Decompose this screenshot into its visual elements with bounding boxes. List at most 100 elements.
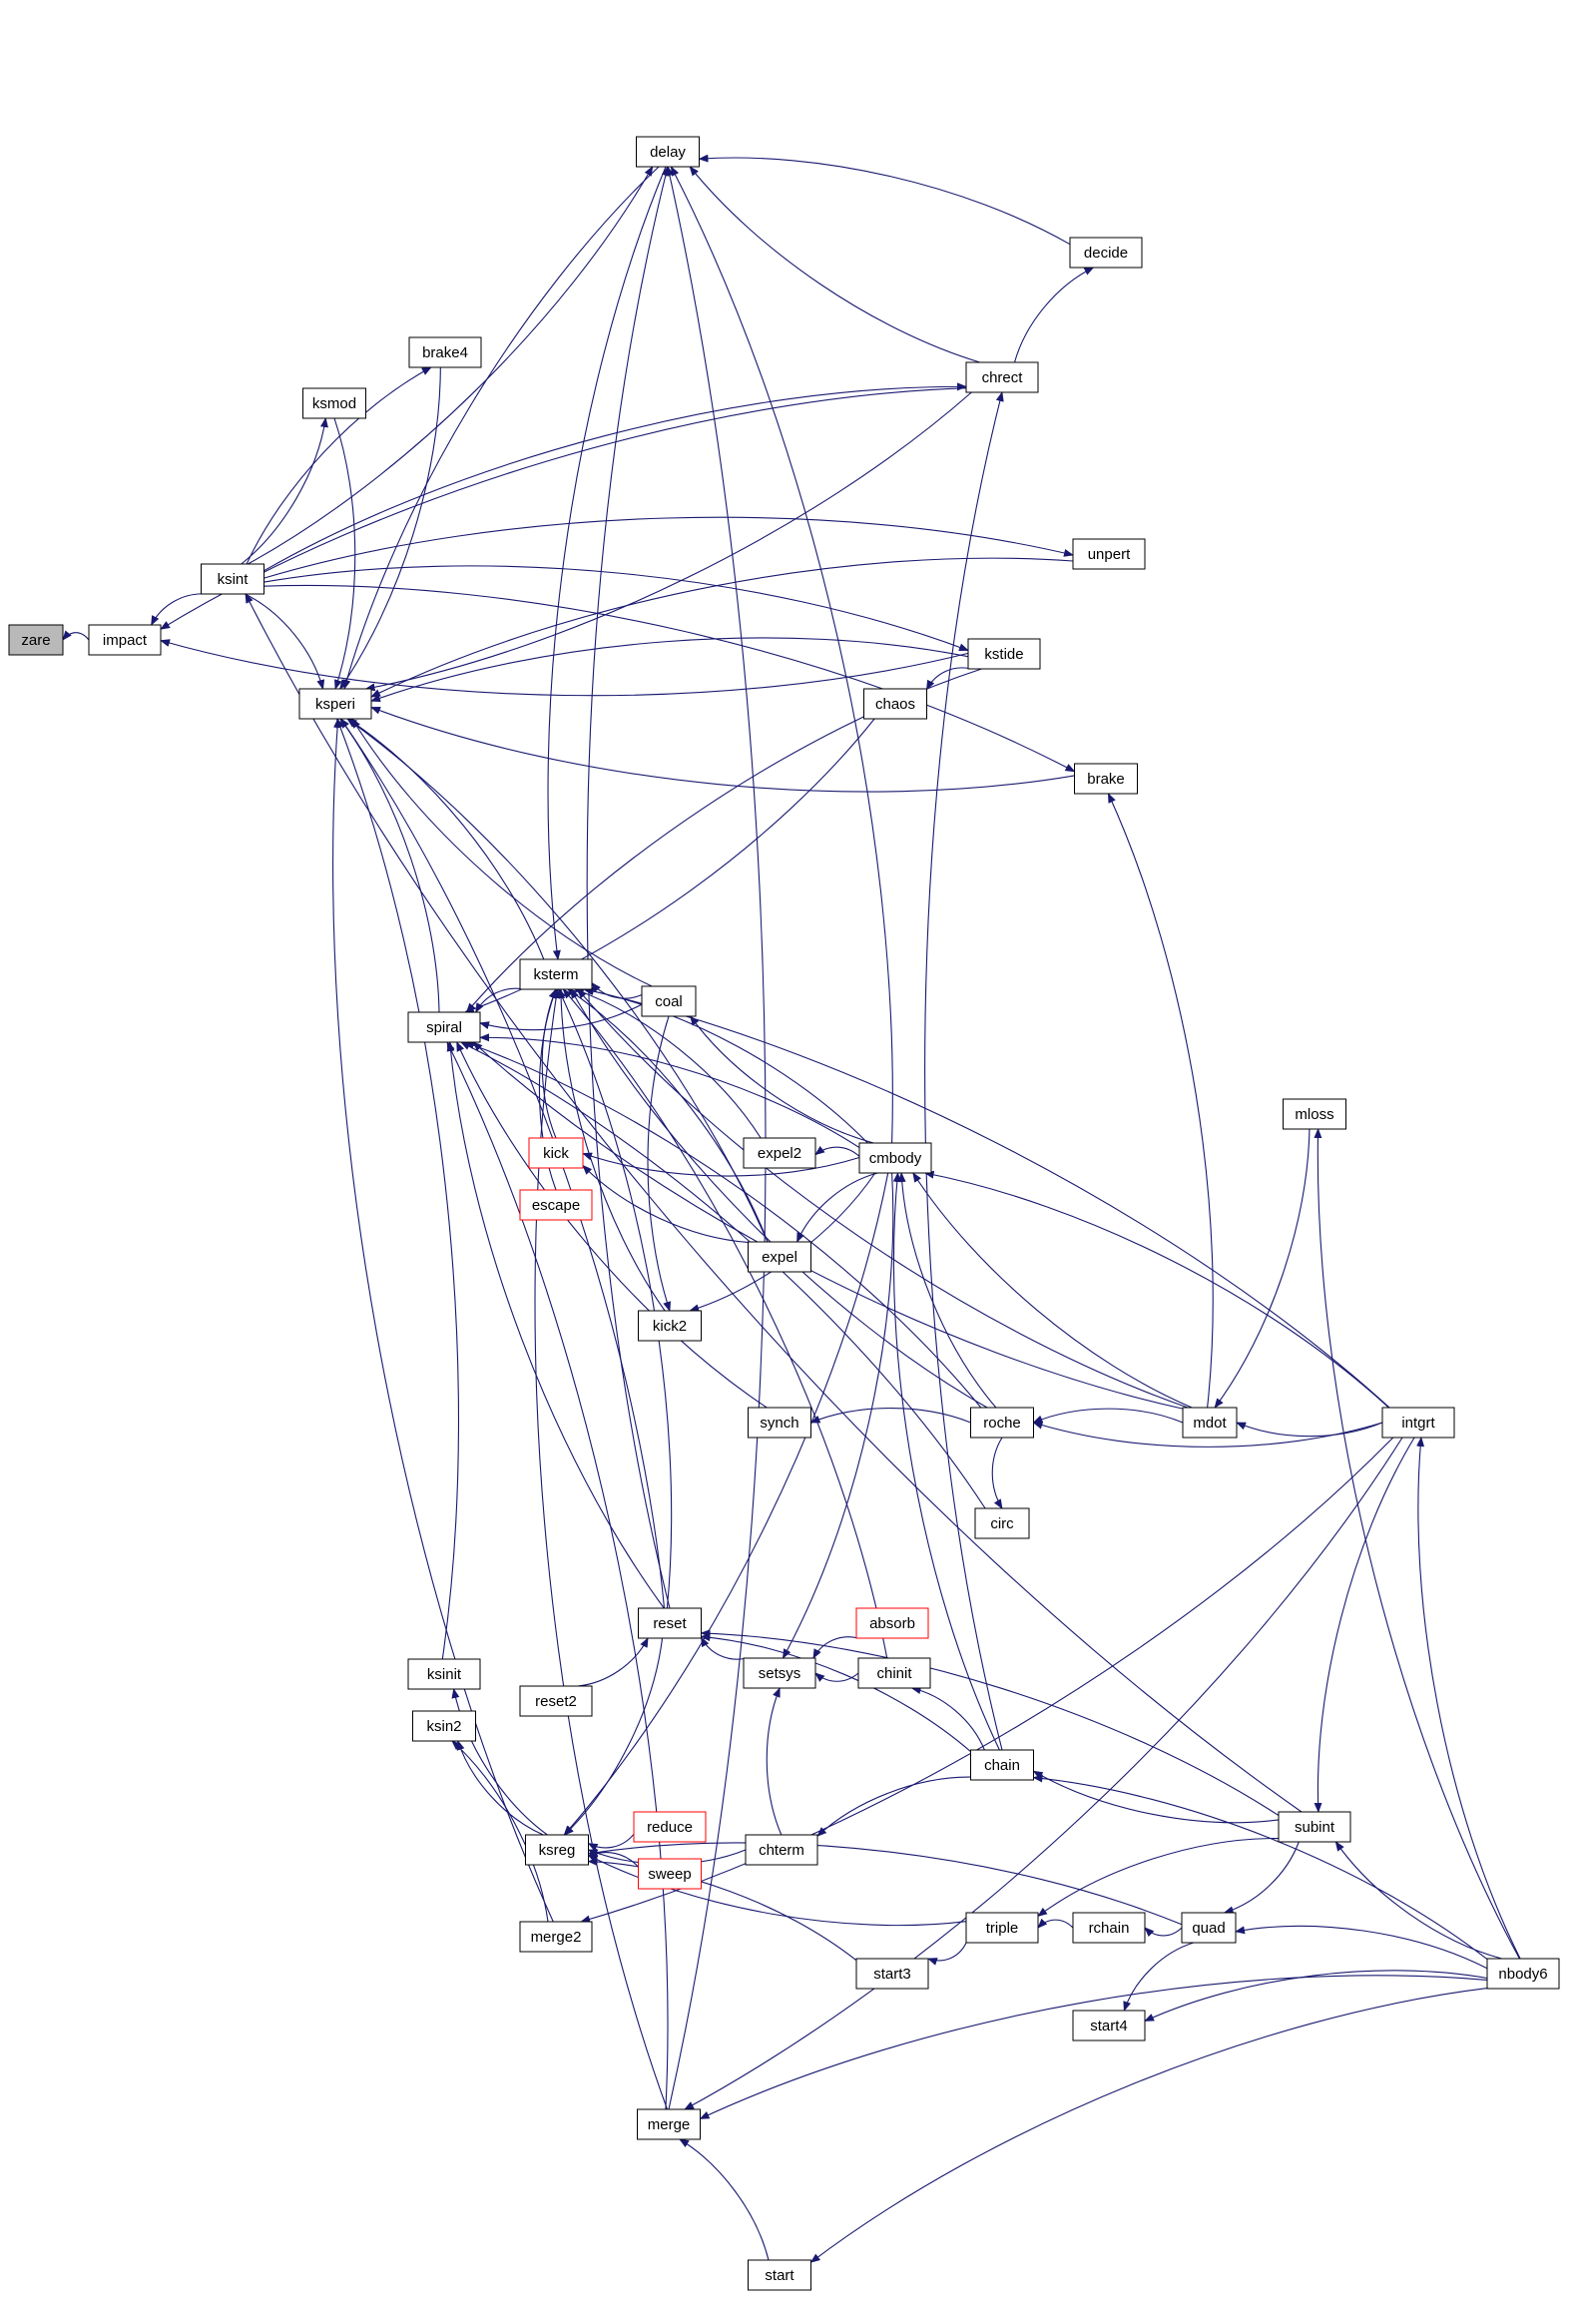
node-mloss[interactable]: mloss [1283, 1098, 1346, 1130]
node-expel2[interactable]: expel2 [743, 1137, 816, 1169]
node-kick2[interactable]: kick2 [638, 1310, 702, 1342]
node-escape[interactable]: escape [519, 1189, 593, 1221]
node-box-synch[interactable] [748, 1407, 811, 1439]
node-box-start3[interactable] [855, 1958, 929, 1990]
node-reset[interactable]: reset [638, 1607, 702, 1639]
node-start[interactable]: start [748, 2259, 811, 2291]
node-reduce[interactable]: reduce [633, 1811, 707, 1843]
node-quad[interactable]: quad [1181, 1912, 1237, 1944]
node-spiral[interactable]: spiral [407, 1011, 481, 1043]
node-box-reset2[interactable] [519, 1685, 593, 1717]
node-kick[interactable]: kick [528, 1137, 584, 1169]
node-start3[interactable]: start3 [855, 1958, 929, 1990]
node-box-subint[interactable] [1278, 1811, 1351, 1843]
node-box-chaos[interactable] [863, 688, 927, 720]
node-ksperi[interactable]: ksperi [298, 688, 372, 720]
node-box-ksin2[interactable] [412, 1710, 476, 1742]
node-circ[interactable]: circ [974, 1507, 1030, 1539]
node-box-roche[interactable] [970, 1407, 1034, 1439]
node-box-chrect[interactable] [965, 361, 1039, 393]
node-ksin2[interactable]: ksin2 [412, 1710, 476, 1742]
node-box-start[interactable] [748, 2259, 811, 2291]
node-brake[interactable]: brake [1074, 763, 1138, 795]
node-ksinit[interactable]: ksinit [407, 1658, 481, 1690]
node-box-mdot[interactable] [1182, 1407, 1238, 1439]
node-box-intgrt[interactable] [1381, 1407, 1455, 1439]
node-chinit[interactable]: chinit [857, 1657, 931, 1689]
node-chain[interactable]: chain [970, 1749, 1034, 1781]
node-box-circ[interactable] [974, 1507, 1030, 1539]
node-intgrt[interactable]: intgrt [1381, 1407, 1455, 1439]
node-unpert[interactable]: unpert [1072, 538, 1146, 570]
node-box-absorb[interactable] [855, 1607, 929, 1639]
node-chrect[interactable]: chrect [965, 361, 1039, 393]
node-rchain[interactable]: rchain [1072, 1912, 1146, 1944]
node-start4[interactable]: start4 [1072, 2010, 1146, 2041]
node-box-spiral[interactable] [407, 1011, 481, 1043]
node-impact[interactable]: impact [88, 624, 162, 656]
node-setsys[interactable]: setsys [743, 1657, 816, 1689]
node-mdot[interactable]: mdot [1182, 1407, 1238, 1439]
node-box-start4[interactable] [1072, 2010, 1146, 2041]
node-box-decide[interactable] [1069, 237, 1143, 269]
node-box-chterm[interactable] [745, 1834, 818, 1866]
node-cmbody[interactable]: cmbody [858, 1142, 932, 1174]
node-box-kstide[interactable] [967, 638, 1041, 670]
node-zare[interactable]: zare [8, 624, 64, 656]
node-box-expel[interactable] [748, 1241, 811, 1273]
node-box-expel2[interactable] [743, 1137, 816, 1169]
node-box-sweep[interactable] [638, 1858, 702, 1890]
node-box-delay[interactable] [636, 136, 700, 168]
node-box-rchain[interactable] [1072, 1912, 1146, 1944]
node-expel[interactable]: expel [748, 1241, 811, 1273]
node-box-cmbody[interactable] [858, 1142, 932, 1174]
node-box-kick[interactable] [528, 1137, 584, 1169]
node-box-kick2[interactable] [638, 1310, 702, 1342]
node-box-setsys[interactable] [743, 1657, 816, 1689]
node-box-escape[interactable] [519, 1189, 593, 1221]
node-box-zare[interactable] [8, 624, 64, 656]
node-kstide[interactable]: kstide [967, 638, 1041, 670]
node-delay[interactable]: delay [636, 136, 700, 168]
node-box-ksreg[interactable] [525, 1834, 589, 1866]
node-box-ksint[interactable] [201, 563, 264, 595]
node-ksreg[interactable]: ksreg [525, 1834, 589, 1866]
node-synch[interactable]: synch [748, 1407, 811, 1439]
node-box-mloss[interactable] [1283, 1098, 1346, 1130]
node-box-ksterm[interactable] [519, 958, 593, 990]
node-box-reduce[interactable] [633, 1811, 707, 1843]
node-box-brake4[interactable] [408, 336, 482, 368]
node-nbody6[interactable]: nbody6 [1486, 1958, 1560, 1990]
node-box-triple[interactable] [965, 1912, 1039, 1944]
node-chaos[interactable]: chaos [863, 688, 927, 720]
node-reset2[interactable]: reset2 [519, 1685, 593, 1717]
node-box-coal[interactable] [641, 985, 697, 1017]
node-merge2[interactable]: merge2 [519, 1921, 593, 1953]
node-box-ksperi[interactable] [298, 688, 372, 720]
node-box-chinit[interactable] [857, 1657, 931, 1689]
node-ksmod[interactable]: ksmod [302, 387, 366, 419]
node-coal[interactable]: coal [641, 985, 697, 1017]
node-box-ksmod[interactable] [302, 387, 366, 419]
node-box-nbody6[interactable] [1486, 1958, 1560, 1990]
node-decide[interactable]: decide [1069, 237, 1143, 269]
node-box-unpert[interactable] [1072, 538, 1146, 570]
node-box-chain[interactable] [970, 1749, 1034, 1781]
node-triple[interactable]: triple [965, 1912, 1039, 1944]
node-box-impact[interactable] [88, 624, 162, 656]
node-box-reset[interactable] [638, 1607, 702, 1639]
node-subint[interactable]: subint [1278, 1811, 1351, 1843]
node-box-brake[interactable] [1074, 763, 1138, 795]
node-roche[interactable]: roche [970, 1407, 1034, 1439]
node-box-merge[interactable] [637, 2108, 701, 2140]
node-box-quad[interactable] [1181, 1912, 1237, 1944]
node-box-merge2[interactable] [519, 1921, 593, 1953]
node-chterm[interactable]: chterm [745, 1834, 818, 1866]
node-brake4[interactable]: brake4 [408, 336, 482, 368]
node-sweep[interactable]: sweep [638, 1858, 702, 1890]
node-absorb[interactable]: absorb [855, 1607, 929, 1639]
node-ksint[interactable]: ksint [201, 563, 264, 595]
node-merge[interactable]: merge [637, 2108, 701, 2140]
node-box-ksinit[interactable] [407, 1658, 481, 1690]
node-ksterm[interactable]: ksterm [519, 958, 593, 990]
